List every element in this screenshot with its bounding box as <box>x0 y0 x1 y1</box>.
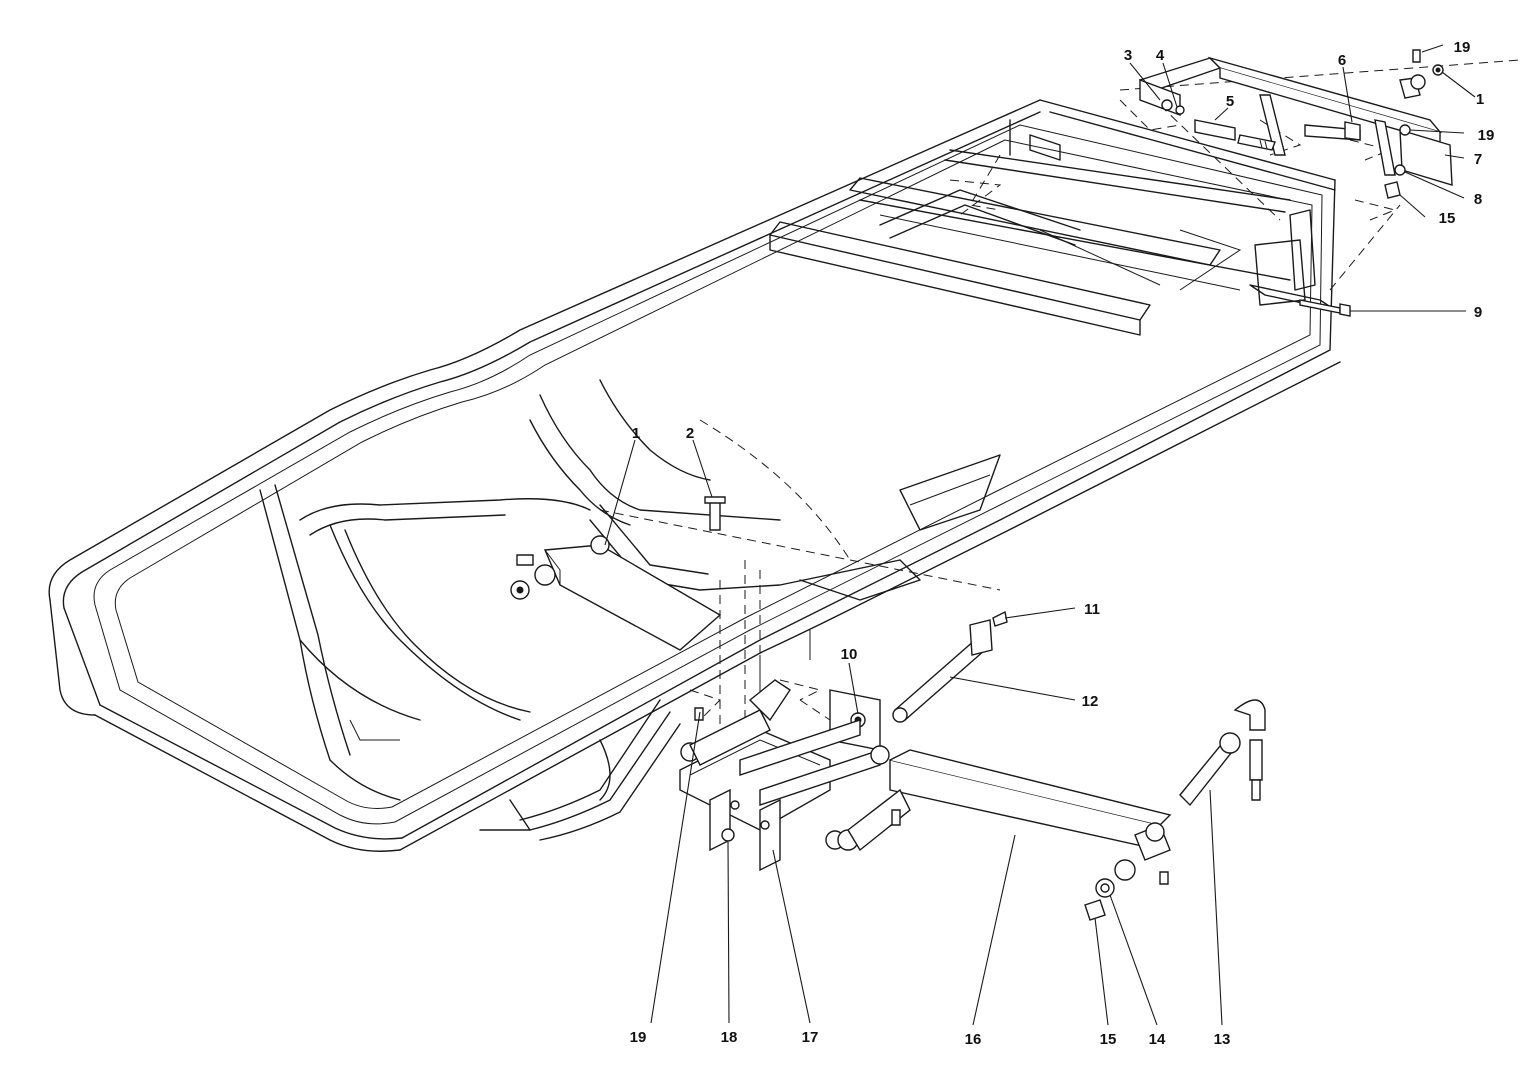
callout-3: 3 <box>1124 47 1132 64</box>
callout-17: 17 <box>802 1029 819 1046</box>
alignment-lines <box>599 59 1521 800</box>
callout-19-rear: 19 <box>1478 127 1495 144</box>
callout-7: 7 <box>1474 151 1482 168</box>
ball-joint-13 <box>1084 699 1266 921</box>
callout-18: 18 <box>721 1029 738 1046</box>
front-lower-arm <box>510 496 726 651</box>
callout-16: 16 <box>965 1031 982 1048</box>
callout-19-front: 19 <box>630 1029 647 1046</box>
callout-9: 9 <box>1474 304 1482 321</box>
callout-6: 6 <box>1338 52 1346 69</box>
callout-19-top: 19 <box>1454 39 1471 56</box>
callout-5: 5 <box>1226 93 1234 110</box>
callout-15-rear: 15 <box>1439 210 1456 227</box>
callout-10: 10 <box>841 646 858 663</box>
leader-lines <box>604 44 1476 1026</box>
callout-11: 11 <box>1084 601 1100 618</box>
callout-12: 12 <box>1082 693 1099 710</box>
lower-control-arm-16 <box>837 749 1172 885</box>
callout-labels: 1 2 3 4 5 6 19 1 19 7 8 15 9 10 11 12 13… <box>630 39 1495 1048</box>
callout-4: 4 <box>1156 47 1165 64</box>
callout-13: 13 <box>1214 1031 1231 1048</box>
callout-14: 14 <box>1149 1031 1166 1048</box>
chassis-frame <box>48 99 1341 852</box>
callout-15-front: 15 <box>1100 1031 1117 1048</box>
callout-1-rear: 1 <box>1476 91 1484 108</box>
strut-rod-12 <box>892 610 1008 723</box>
rear-crossmember-assembly <box>1138 49 1453 317</box>
callout-2: 2 <box>686 425 694 442</box>
callout-1-front: 1 <box>632 425 640 442</box>
callout-8: 8 <box>1474 191 1482 208</box>
front-crossmember-assembly <box>679 679 890 872</box>
